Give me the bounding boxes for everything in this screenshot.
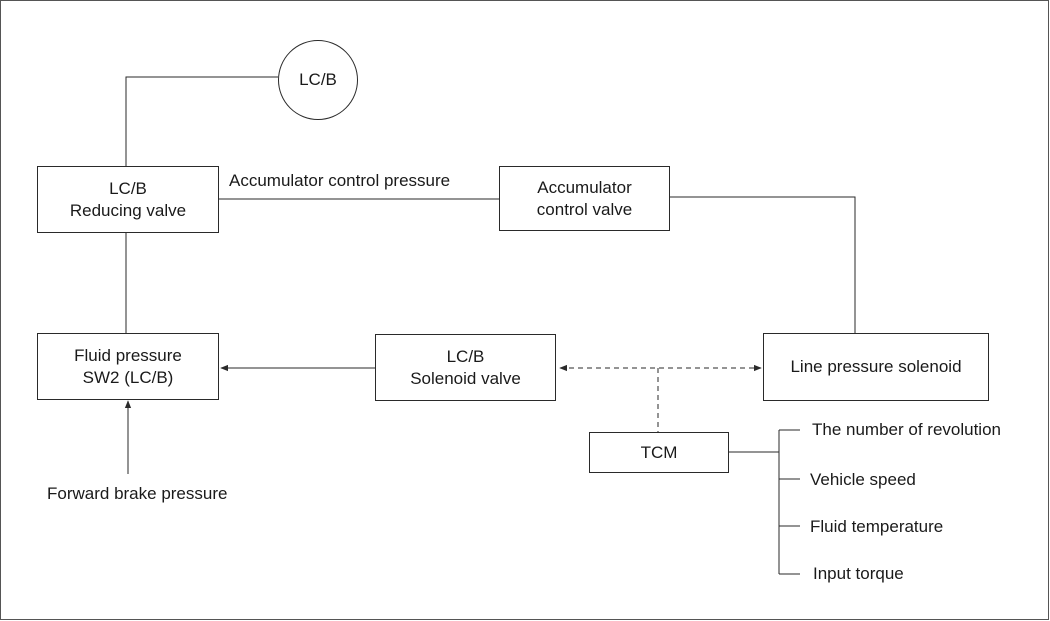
tcm-input-fluid-temperature: Fluid temperature xyxy=(810,517,943,537)
lcb-reducing-valve-box: LC/B Reducing valve xyxy=(37,166,219,233)
accumulator-control-pressure-label: Accumulator control pressure xyxy=(229,171,450,191)
tcm-input-vehicle-speed-text: Vehicle speed xyxy=(810,470,916,489)
accumulator-valve-line-2: control valve xyxy=(536,199,633,219)
tcm-input-revolution: The number of revolution xyxy=(812,420,1001,440)
line-pressure-solenoid-label: Line pressure solenoid xyxy=(790,357,962,376)
tcm-input-input-torque: Input torque xyxy=(813,564,904,584)
lcb-solenoid-valve-box: LC/B Solenoid valve xyxy=(375,334,556,401)
tcm-input-revolution-text: The number of revolution xyxy=(812,420,1001,439)
connector-circle-to-reducing-valve xyxy=(125,76,278,166)
tcm-input-input-torque-text: Input torque xyxy=(813,564,904,583)
solenoid-valve-line-1: LC/B xyxy=(446,346,485,366)
tcm-label: TCM xyxy=(640,442,678,462)
forward-brake-pressure-text: Forward brake pressure xyxy=(47,484,228,503)
lcb-circle: LC/B xyxy=(278,40,358,120)
fluid-pressure-sw2-box: Fluid pressure SW2 (LC/B) xyxy=(37,333,219,400)
connector-accumulator-to-line-pressure xyxy=(670,196,856,333)
tcm-input-fluid-temperature-text: Fluid temperature xyxy=(810,517,944,536)
accumulator-valve-line-1: Accumulator xyxy=(537,177,632,197)
fluid-pressure-line-1: Fluid pressure xyxy=(74,345,182,365)
tcm-input-vehicle-speed: Vehicle speed xyxy=(810,470,916,490)
forward-brake-pressure-label: Forward brake pressure xyxy=(47,484,227,504)
line-pressure-solenoid-box: Line pressure solenoid xyxy=(763,333,989,401)
lcb-circle-label: LC/B xyxy=(299,70,337,89)
accumulator-control-pressure-text: Accumulator control pressure xyxy=(229,171,451,190)
reducing-valve-line-2: Reducing valve xyxy=(69,200,187,220)
tcm-box: TCM xyxy=(589,432,729,473)
fluid-pressure-line-2: SW2 (LC/B) xyxy=(82,367,174,387)
accumulator-control-valve-box: Accumulator control valve xyxy=(499,166,670,231)
solenoid-valve-line-2: Solenoid valve xyxy=(410,368,521,388)
reducing-valve-line-1: LC/B xyxy=(109,178,147,198)
